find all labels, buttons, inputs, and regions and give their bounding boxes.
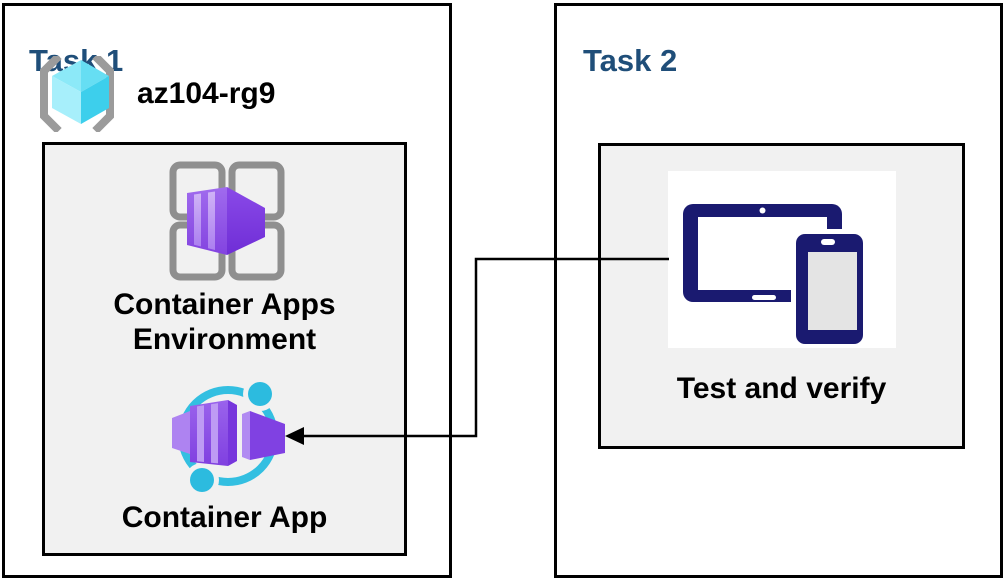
test-and-verify-panel: Test and verify — [598, 143, 965, 449]
resource-group-icon — [40, 56, 114, 132]
container-apps-environment-icon — [169, 161, 285, 281]
container-apps-environment-label: Container Apps Environment — [45, 287, 404, 357]
resource-group: az104-rg9 — [35, 56, 275, 132]
task1-box: Task 1 az104-rg9 — [2, 3, 452, 578]
task2-box: Task 2 Test and verify — [554, 3, 1003, 578]
container-app-icon — [172, 380, 285, 494]
env-label-line1: Container Apps — [113, 288, 336, 321]
container-app-label: Container App — [121, 501, 328, 534]
task2-title: Task 2 — [583, 42, 678, 78]
container-apps-environment-panel: Container Apps Environment — [42, 142, 407, 556]
resource-group-name: az104-rg9 — [137, 77, 276, 110]
test-and-verify-label: Test and verify — [676, 372, 887, 405]
devices-icon — [683, 204, 868, 348]
devices-image-frame — [668, 171, 896, 348]
env-label-line2: Environment — [132, 323, 317, 356]
